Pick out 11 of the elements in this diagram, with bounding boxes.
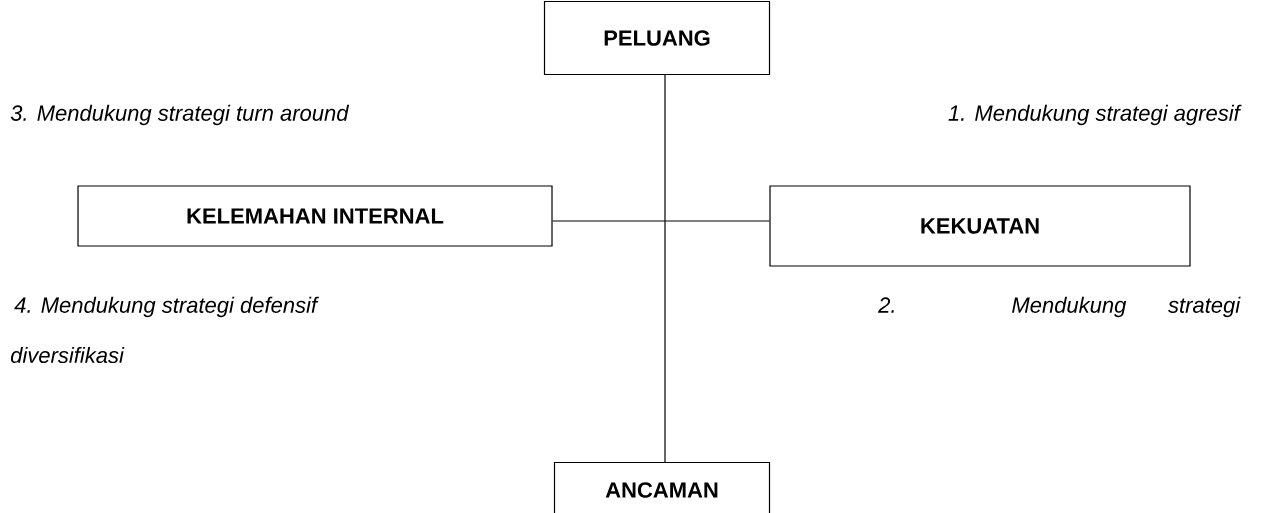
connector-line — [552, 220, 770, 222]
note-text: 4. Mendukung strategi defensif — [14, 296, 319, 318]
label-box: PELUANG — [543, 0, 771, 76]
note-text: 3. Mendukung strategi turn around — [10, 104, 350, 126]
label-box: KEKUATAN — [769, 185, 1191, 267]
note-text: 2. Mendukung strategi — [878, 296, 1241, 318]
connector-line — [664, 74, 666, 463]
label-box: KELEMAHAN INTERNAL — [77, 185, 553, 247]
note-text: 1. Mendukung strategi agresif — [948, 104, 1242, 126]
label-box: ANCAMAN — [553, 461, 771, 513]
note-text: diversifikasi — [10, 346, 125, 364]
